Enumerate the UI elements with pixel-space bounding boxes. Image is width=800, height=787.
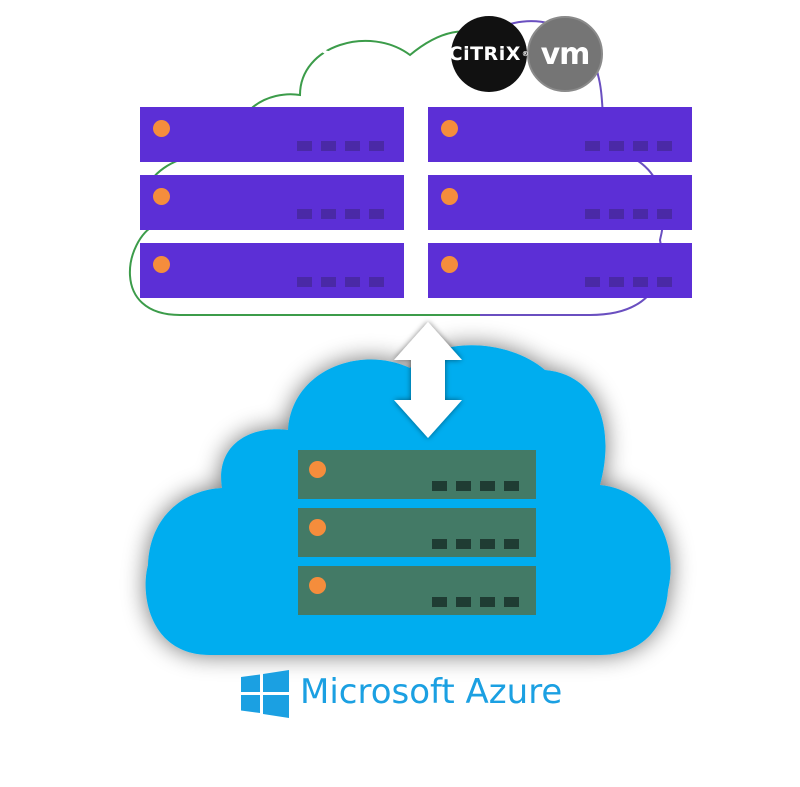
windows-logo-icon — [241, 670, 289, 718]
vmware-logo-text: vm — [540, 36, 591, 72]
server-ports — [297, 277, 384, 287]
server-ports — [585, 141, 672, 151]
server-ports — [297, 209, 384, 219]
server-ports — [432, 539, 519, 549]
azure-cloud-shape — [145, 345, 671, 655]
server-ports — [432, 481, 519, 491]
orange-led-icon — [309, 461, 326, 478]
microsoft-azure-label: Microsoft Azure — [300, 672, 563, 712]
on-prem-server — [140, 175, 404, 230]
citrix-logo: CiTRiX® — [448, 16, 530, 92]
on-prem-cloud-title: Azure — [215, 14, 343, 65]
orange-led-icon — [441, 188, 458, 205]
server-ports — [585, 209, 672, 219]
azure-server — [298, 566, 536, 615]
citrix-registered-mark: ® — [521, 50, 530, 58]
on-prem-server — [428, 243, 692, 298]
orange-led-icon — [309, 577, 326, 594]
orange-led-icon — [441, 256, 458, 273]
server-ports — [297, 141, 384, 151]
on-prem-server — [140, 107, 404, 162]
azure-server — [298, 450, 536, 499]
orange-led-icon — [441, 120, 458, 137]
server-ports — [585, 277, 672, 287]
server-ports — [432, 597, 519, 607]
sync-double-arrow — [394, 322, 462, 438]
orange-led-icon — [309, 519, 326, 536]
orange-led-icon — [153, 256, 170, 273]
azure-server — [298, 508, 536, 557]
on-prem-server — [140, 243, 404, 298]
on-prem-server — [428, 107, 692, 162]
vmware-logo: vm — [527, 16, 603, 92]
orange-led-icon — [153, 188, 170, 205]
citrix-logo-text: CiTRiX — [448, 43, 521, 65]
orange-led-icon — [153, 120, 170, 137]
on-prem-server — [428, 175, 692, 230]
